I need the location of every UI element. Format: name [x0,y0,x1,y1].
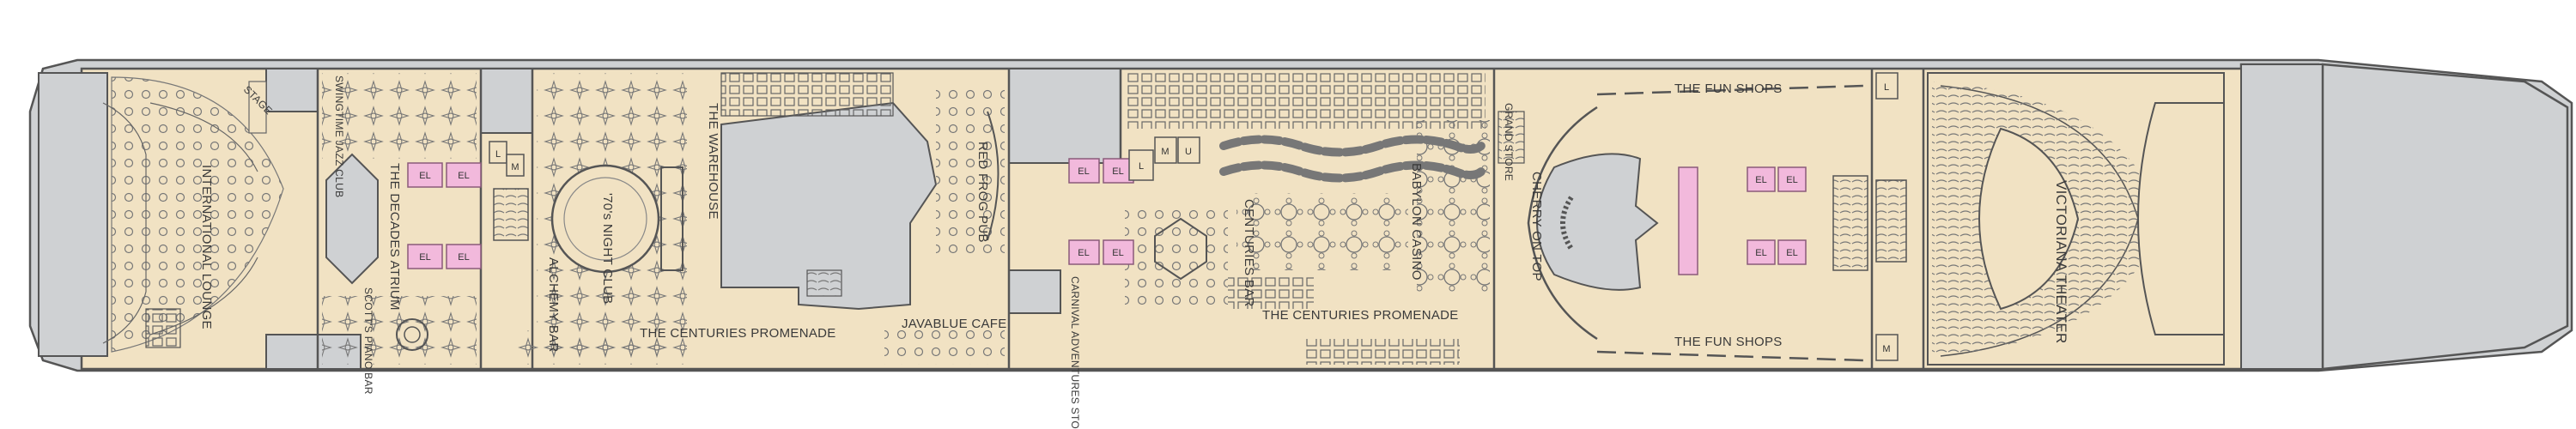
nightclub-dancefloor-inner [563,177,647,261]
label-alchemy-bar: ALCHEMY BAR [546,257,561,353]
promenade-lounge-seating [884,330,1005,365]
elevator-label: EL [458,171,469,181]
restroom-group-aft: L M [489,141,525,177]
label-swingtime-jazz-club: SWINGTIME JAZZ CLUB [333,76,345,197]
stern-section [38,72,108,357]
label-javablue-cafe: JAVABLUE CAFE [902,317,1007,331]
victoriana-theater [1927,72,2225,366]
restroom-label-m: M [1882,344,1890,354]
elevator-label: EL [1786,175,1797,185]
piano-bar-area [322,296,477,365]
nightclub-stairs [493,188,529,241]
bow-section [2240,63,2324,370]
casino-slots-lower [1305,339,1460,365]
nightclub-dancefloor [550,164,660,274]
restroom-label-m: M [1161,147,1169,157]
label-cherry-on-top: CHERRY ON TOP [1529,172,1544,281]
label-centuries-promenade-right: THE CENTURIES PROMENADE [1262,308,1459,323]
elevator-label: EL [1786,248,1797,258]
label-the-warehouse: THE WAREHOUSE [706,103,720,220]
label-the-decades-atrium: THE DECADES ATRIUM [387,163,402,311]
restroom-label-l: L [1884,82,1889,93]
restroom-group-fwd: L M [1875,72,1899,361]
elevator-bank-fwd: EL EL EL EL [1747,166,1807,265]
decades-atrium-shape [325,153,379,285]
label-red-frog-pub: RED FROG PUB [975,142,990,243]
red-frog-pub-area [936,86,1005,257]
label-centuries-bar: CENTURIES BAR [1242,199,1256,307]
restroom-label-m: M [511,162,519,172]
label-international-lounge: INTERNATIONAL LOUNGE [199,165,214,329]
casino-poker-area [1417,120,1490,292]
casino-tables [1236,193,1408,270]
international-lounge-area [102,76,284,353]
elevator-label: EL [1755,248,1766,258]
elevator-bank-mid: EL EL EL EL [1068,158,1134,265]
swingtime-jazz-club-area [322,73,477,159]
piano-icon [404,326,421,343]
nightclub-bar-counter [660,166,683,271]
piano-bar-counter [396,318,428,351]
label-centuries-promenade-left: THE CENTURIES PROMENADE [640,326,836,341]
stage [248,81,267,134]
elevator-label: EL [419,171,430,181]
label-the-fun-shops-top: THE FUN SHOPS [1674,82,1783,96]
panoramic-elevators-atrium [1678,166,1698,275]
elevator-label: EL [1112,248,1123,258]
shops-fwd-stairs [1875,179,1907,263]
elevator-label: EL [1755,175,1766,185]
restroom-label-u: U [1185,147,1192,157]
label-babylon-casino: BABYLON CASINO [1409,163,1424,281]
warehouse-stairs [806,269,842,297]
shops-counter-stairs [1832,175,1868,271]
elevator-label: EL [1112,166,1123,177]
elevator-label: EL [1078,248,1089,258]
warehouse-games [720,72,894,117]
restroom-label-l: L [495,149,501,160]
restroom-group-mid: L M U [1128,136,1200,181]
elevator-bank-aft: EL EL EL EL [407,162,482,269]
red-frog-pub-bar [987,111,999,241]
walls [316,69,1925,369]
atrium-grand-stair [1560,196,1574,251]
casino-slots-left [1228,275,1314,309]
label-70s-night-club: '70's NIGHT CLUB [600,193,615,304]
label-the-fun-shops-bottom: THE FUN SHOPS [1674,335,1783,349]
retail-display-grid [1125,73,1485,129]
label-carnival-adventures-store: CARNIVAL ADVENTURES STORE [1069,276,1081,429]
elevator-label: EL [1078,166,1089,177]
label-scotts-piano-bar: SCOTT'S PIANO BAR [362,287,374,395]
label-victoriana-theater: VICTORIANA THEATER [2053,180,2069,344]
lift-lobby-stairs-top [1498,111,1525,164]
restroom-label-l: L [1139,161,1144,172]
elevator-label: EL [419,252,430,263]
label-small-shop: GRAND STORE [1503,103,1515,181]
centuries-bar-counter [1154,217,1207,281]
lower-lounge-seating [515,330,670,365]
elevator-label: EL [458,252,469,263]
bow-tip [2321,63,2569,371]
